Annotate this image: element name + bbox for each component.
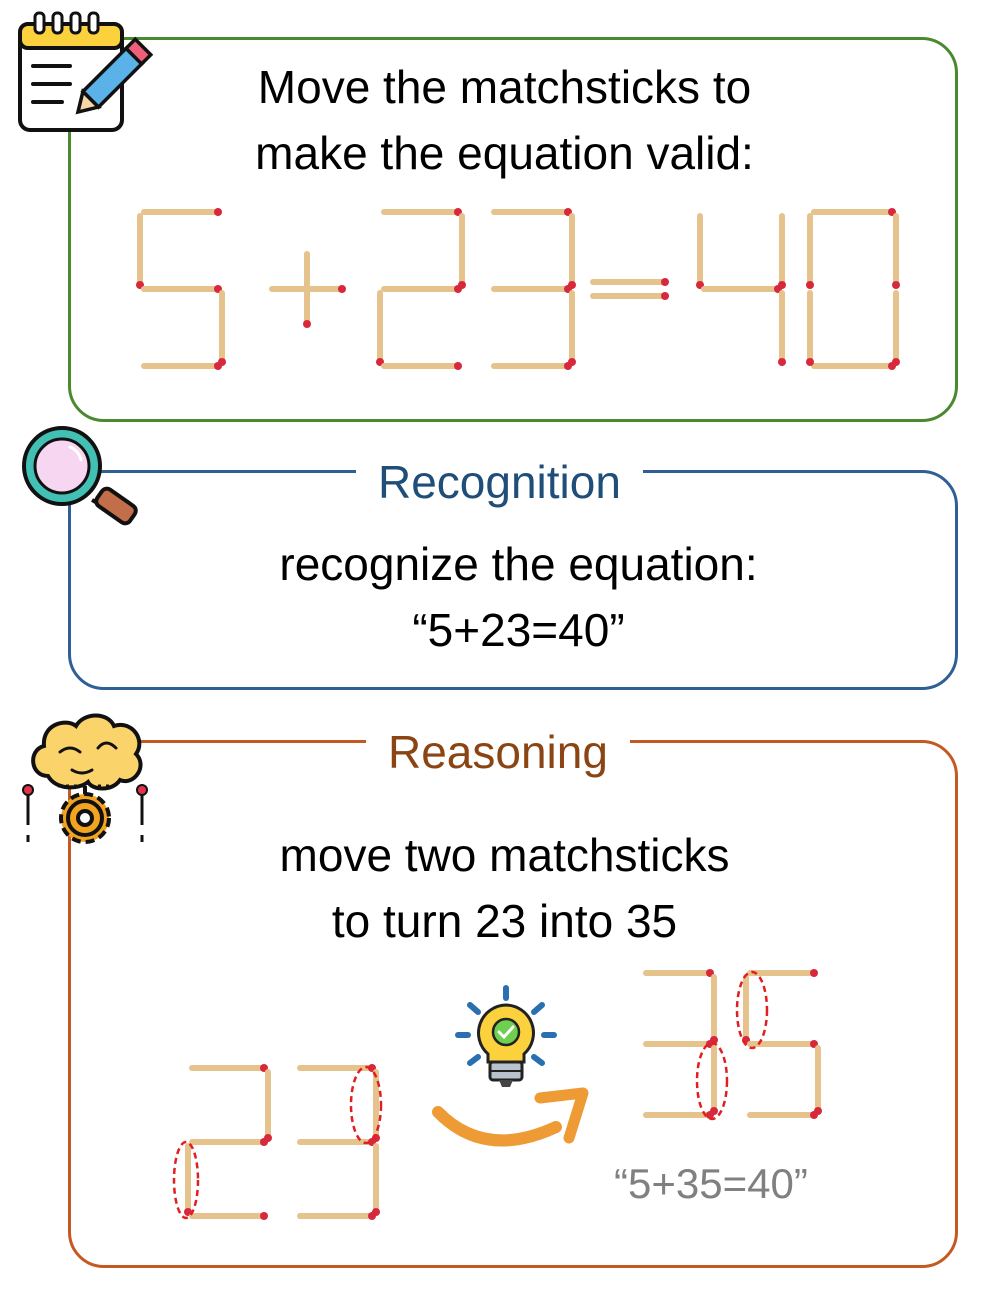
matchstick-number-23 xyxy=(184,1064,380,1220)
matchstick-0-b-head xyxy=(892,281,900,289)
matchstick-3-d-head xyxy=(564,362,572,370)
matchstick-5-a-head xyxy=(214,208,222,216)
matchstick-0-d-head xyxy=(888,362,896,370)
moved-stick-highlight-2 xyxy=(349,1065,383,1145)
reasoning-title: Reasoning xyxy=(366,724,630,780)
recognition-title: Recognition xyxy=(356,454,643,510)
moved-stick-highlight-4 xyxy=(695,1041,729,1121)
task-instruction-line1: Move the matchsticks to xyxy=(257,61,752,113)
recognized-equation: “5+23=40” xyxy=(412,604,625,656)
matchstick-plus-horizontal-head xyxy=(338,285,346,293)
matchstick-plus-vertical-head xyxy=(303,320,311,328)
matchstick-number-35 xyxy=(643,969,822,1119)
matchstick-2-d-head xyxy=(260,1212,268,1220)
notepad-pencil-icon xyxy=(18,11,154,132)
matchstick-equals-top-head xyxy=(661,278,669,286)
matchstick-2-g-head xyxy=(454,285,462,293)
brain-gear-icon xyxy=(22,713,148,844)
recognition-line1: recognize the equation: xyxy=(279,538,758,590)
matchstick-2-d-head xyxy=(454,362,462,370)
reasoning-line2: to turn 23 into 35 xyxy=(331,895,678,947)
moved-sticks-highlights xyxy=(172,970,769,1220)
matchstick-0-f-head xyxy=(806,281,814,289)
moved-stick-highlight-1 xyxy=(172,1140,200,1220)
matchstick-5-d-head xyxy=(810,1111,818,1119)
result-equation: “5+35=40” xyxy=(614,1160,808,1207)
reasoning-line1: move two matchsticks xyxy=(279,829,730,881)
task-instruction-line2: make the equation valid: xyxy=(255,127,754,179)
matchstick-4-c-head xyxy=(778,358,786,366)
matchstick-0-e-head xyxy=(806,358,814,366)
magnifier-icon xyxy=(22,426,138,526)
moved-stick-highlight-3 xyxy=(735,970,769,1050)
matchstick-equation xyxy=(136,208,900,370)
matchstick-5-d-head xyxy=(214,362,222,370)
matchstick-3-d-head xyxy=(368,1212,376,1220)
matchstick-4-b-head xyxy=(778,281,786,289)
matchstick-equals-bottom-head xyxy=(661,292,669,300)
matchstick-3-d-head xyxy=(706,1111,714,1119)
matchstick-2-g-head xyxy=(260,1138,268,1146)
matchstick-5-a-head xyxy=(810,969,818,977)
lightbulb-check-icon xyxy=(455,985,557,1087)
curved-arrow-icon xyxy=(432,1087,589,1147)
reasoning-panel xyxy=(68,740,958,1268)
